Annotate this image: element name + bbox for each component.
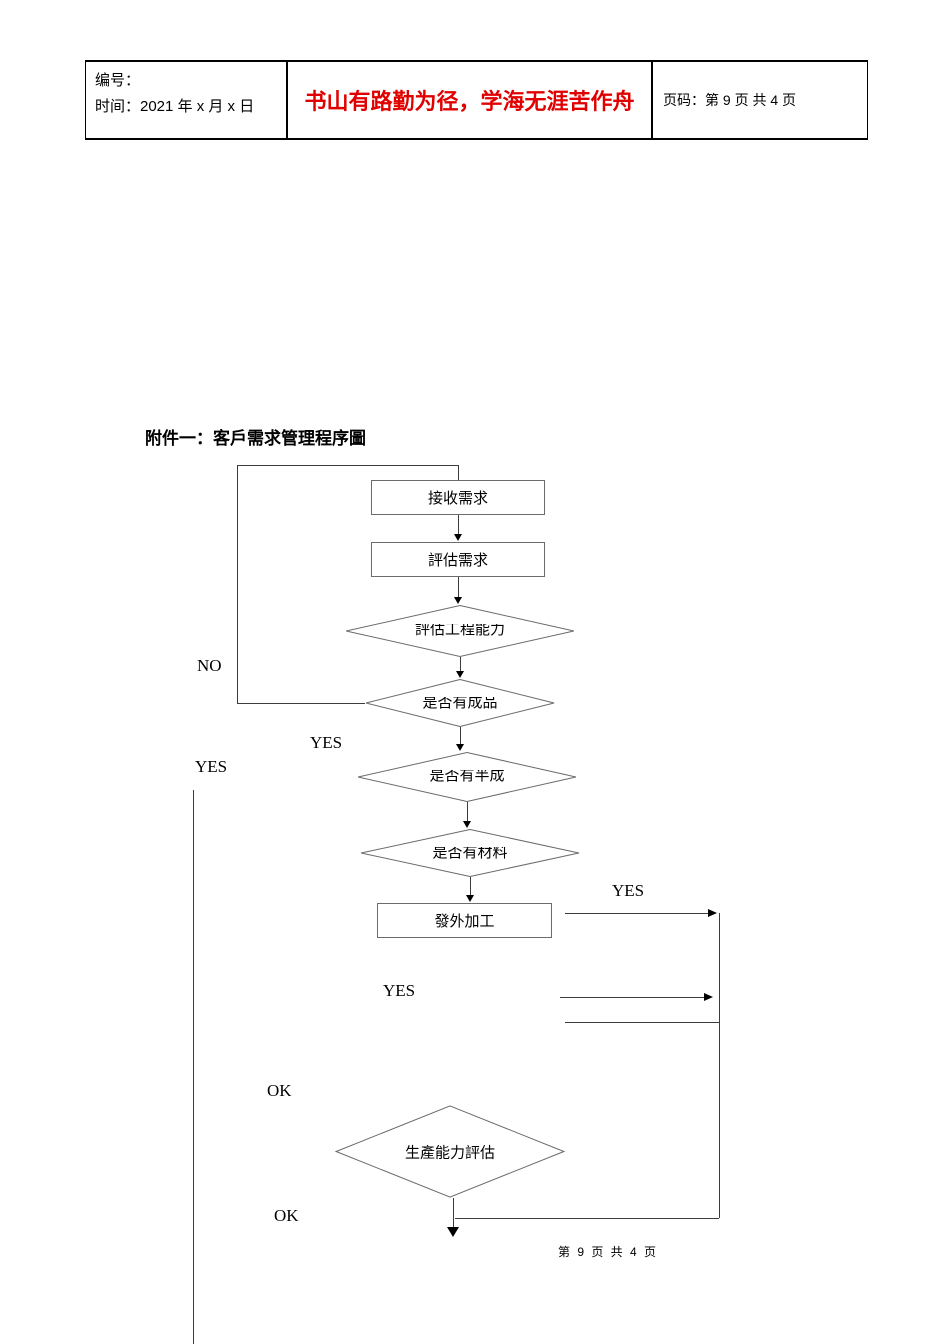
arrowhead-down-icon [463,821,471,828]
arrowhead-right-icon [704,993,713,1001]
flow-diamond-has-semi: 是否有半成 [357,752,577,802]
connector-line [460,657,461,672]
connector-line [193,790,194,1344]
connector-line [565,913,708,914]
flow-node-receive: 接收需求 [371,480,545,515]
edge-label-ok: OK [274,1206,299,1225]
diamond-shape-icon [335,1105,565,1198]
doc-number-label: 编号： [95,72,141,89]
page-info-text: 页码：第 9 页 共 4 页 [663,92,797,108]
connector-line [460,727,461,745]
connector-line [467,802,468,822]
header-table: 编号： 时间：2021 年 x 月 x 日 书山有路勤为径，学海无涯苦作舟 页码… [85,60,868,140]
flow-diamond-capacity: 生產能力評估 [335,1105,565,1198]
edge-label-yes: YES [383,981,416,1000]
attachment-title: 附件一：客戶需求管理程序圖 [145,429,366,448]
connector-line [455,1218,719,1219]
arrowhead-right-icon [708,909,717,917]
flow-node-label: 接收需求 [427,490,488,507]
diamond-shape-icon [365,679,555,727]
arrowhead-down-icon [454,534,462,541]
header-page-cell: 页码：第 9 页 共 4 页 [653,62,867,138]
doc-date-label: 时间：2021 年 x 月 x 日 [95,98,255,115]
connector-line [453,1198,454,1228]
flow-node-label: 是否有成品 [422,694,498,711]
flow-node-evaluate: 評估需求 [371,542,545,577]
flow-diamond-has-material: 是否有材料 [360,829,580,877]
page-footer: 第 9 页 共 4 页 [558,1245,659,1259]
flow-node-label: 評估需求 [427,552,488,569]
edge-label-yes: YES [612,881,645,900]
flow-diamond-eng-capability: 評估工程能力 [345,605,575,657]
edge-label-yes: YES [310,733,343,752]
connector-line [458,515,459,535]
connector-line [237,465,458,466]
flow-node-label: 發外加工 [434,913,495,930]
flow-node-label: 是否有材料 [432,844,508,861]
connector-line [237,465,238,703]
diamond-shape-icon [360,829,580,877]
connector-line [470,877,471,896]
connector-line [458,577,459,598]
flow-node-outsource: 發外加工 [377,903,552,938]
connector-line [565,1022,719,1023]
diamond-shape-icon [345,605,575,657]
arrowhead-down-icon [447,1227,459,1237]
header-meta-cell: 编号： 时间：2021 年 x 月 x 日 [86,62,288,138]
flow-node-label: 評估工程能力 [414,621,505,638]
arrowhead-down-icon [454,597,462,604]
arrowhead-down-icon [456,744,464,751]
header-motto-cell: 书山有路勤为径，学海无涯苦作舟 [288,62,653,138]
connector-line [237,703,365,704]
edge-label-ok: OK [267,1081,292,1100]
connector-line [719,913,720,1218]
edge-label-yes: YES [195,757,228,776]
connector-line [560,997,705,998]
diamond-shape-icon [357,752,577,802]
arrowhead-down-icon [466,895,474,902]
edge-label-no: NO [197,656,222,675]
connector-line [458,465,459,480]
arrowhead-down-icon [456,671,464,678]
flow-node-label: 是否有半成 [429,767,505,784]
flow-diamond-has-finished: 是否有成品 [365,679,555,727]
motto-text: 书山有路勤为径，学海无涯苦作舟 [304,89,635,114]
flow-node-label: 生產能力評估 [404,1144,495,1161]
